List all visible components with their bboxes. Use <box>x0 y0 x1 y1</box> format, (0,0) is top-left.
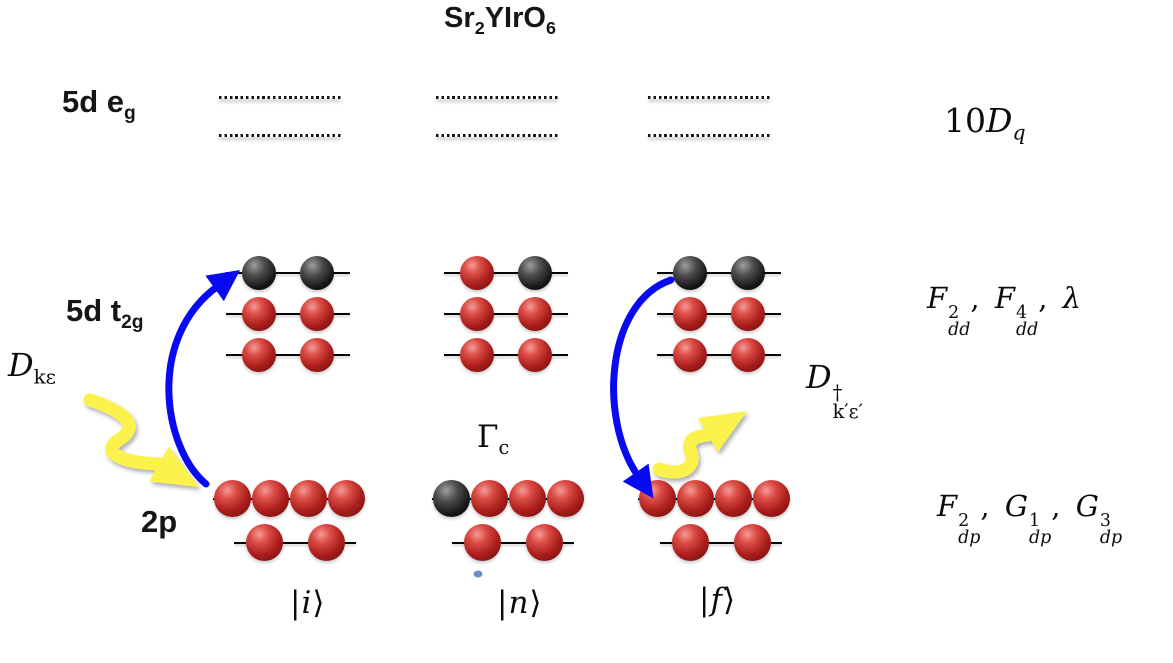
eg-level-line <box>648 96 770 99</box>
2p-orbital-label: 2p <box>141 504 178 539</box>
electron-ball <box>733 524 771 561</box>
t2g-level-n <box>444 297 568 331</box>
crystal-field-label: 10Dq <box>944 101 1026 145</box>
electron-ball <box>327 480 365 517</box>
electron-ball <box>752 480 790 517</box>
electron-ball <box>242 297 276 331</box>
electron-ball <box>714 480 752 517</box>
electron-ball <box>213 480 251 517</box>
t2g-level-i <box>226 338 350 372</box>
page-title: Sr2YIrO6 <box>444 2 556 38</box>
t2g-level-i <box>226 297 350 331</box>
hole-ball <box>300 256 334 290</box>
eg-orbital-label: 5d eg <box>62 84 136 125</box>
electron-ball <box>673 297 707 331</box>
electron-ball <box>460 256 494 290</box>
eg-level-line <box>219 96 341 99</box>
electron-ball <box>525 524 563 561</box>
eg-level-line <box>219 134 341 137</box>
electron-ball <box>300 297 334 331</box>
electron-ball <box>289 480 327 517</box>
hole-ball <box>518 256 552 290</box>
emitted-dipole-label: D†k′ε′ <box>806 358 863 424</box>
eg-level-line <box>436 96 558 99</box>
ket-initial-state: |i⟩ <box>290 585 325 621</box>
emitted-photon-arrow <box>652 411 747 479</box>
electron-ball <box>508 480 546 517</box>
t2g-level-f <box>657 338 781 372</box>
electron-ball <box>546 480 584 517</box>
t2g-level-n <box>444 256 568 290</box>
electron-ball <box>671 524 709 561</box>
electron-ball <box>460 338 494 372</box>
t2g-level-f <box>657 256 781 290</box>
hole-ball <box>432 480 470 517</box>
t2g-level-f <box>657 297 781 331</box>
eg-level-line <box>436 134 558 137</box>
hole-ball <box>731 256 765 290</box>
electron-ball <box>307 524 345 561</box>
2p-level-i <box>234 524 356 561</box>
hole-ball <box>242 256 276 290</box>
electron-ball <box>673 338 707 372</box>
ket-intermediate-state: |n⟩ <box>497 585 542 621</box>
stray-dot <box>473 570 483 578</box>
electron-ball <box>731 338 765 372</box>
2p-level-i <box>213 480 365 517</box>
2p-level-n <box>432 480 584 517</box>
electron-ball <box>518 297 552 331</box>
electron-ball <box>463 524 501 561</box>
t2g-level-n <box>444 338 568 372</box>
electron-ball <box>470 480 508 517</box>
absorption-arrow <box>165 269 241 488</box>
2p-level-n <box>452 524 574 561</box>
electron-ball <box>460 297 494 331</box>
core-hole-label: Γc <box>477 419 510 460</box>
electron-ball <box>638 480 676 517</box>
electron-ball <box>242 338 276 372</box>
2p-level-f <box>660 524 782 561</box>
incident-photon-arrow <box>83 393 199 487</box>
electron-ball <box>518 338 552 372</box>
electron-ball <box>300 338 334 372</box>
hole-ball <box>673 256 707 290</box>
incident-dipole-label: Dkε <box>8 346 56 389</box>
ket-final-state: |f⟩ <box>699 582 736 618</box>
t2g-orbital-label: 5d t2g <box>66 293 144 334</box>
t2g-level-i <box>226 256 350 290</box>
electron-ball <box>676 480 714 517</box>
electron-ball <box>251 480 289 517</box>
electron-ball <box>245 524 283 561</box>
eg-level-line <box>648 134 770 137</box>
2p-level-f <box>638 480 790 517</box>
electron-ball <box>731 297 765 331</box>
